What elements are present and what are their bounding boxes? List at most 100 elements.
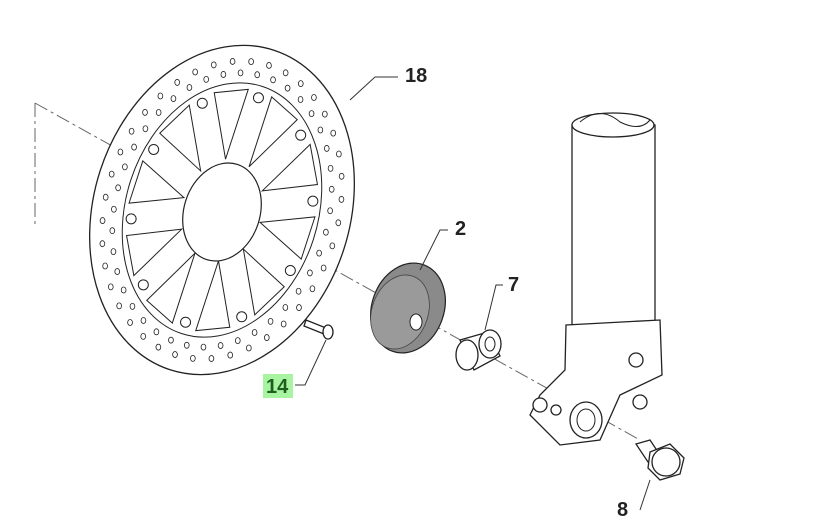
callout-7[interactable]: 7	[508, 274, 519, 296]
disc-vent-hole	[308, 110, 315, 117]
disc-vent-hole	[108, 170, 115, 178]
disc-vent-hole	[170, 95, 177, 103]
disc-rivet	[252, 92, 264, 104]
disc-vent-hole	[322, 110, 328, 118]
disc-vent-hole	[192, 68, 198, 76]
disc-vent-hole	[140, 317, 147, 324]
disc-vent-hole	[155, 343, 162, 351]
disc-vent-hole	[246, 344, 252, 352]
callout-2[interactable]: 2	[455, 218, 466, 240]
disc-vent-hole	[336, 150, 342, 158]
disc-vent-hole	[183, 341, 190, 349]
disc-vent-hole	[186, 84, 193, 91]
callout-14-highlight	[263, 374, 293, 398]
disc-spoke-cutout	[258, 216, 316, 260]
disc-vent-hole	[335, 219, 342, 227]
disc-spoke-cutout	[260, 143, 319, 192]
disc-vent-hole	[317, 126, 324, 134]
disc-spoke-cutout	[146, 252, 196, 324]
disc-vent-hole	[338, 196, 345, 203]
disc-vent-hole	[267, 317, 274, 325]
disc-vent-hole	[280, 320, 287, 328]
disc-vent-hole	[99, 217, 106, 224]
disc-vent-hole	[127, 319, 133, 326]
disc-vent-hole	[323, 228, 329, 236]
axle-clamp-bolt[interactable]	[634, 439, 685, 481]
cover-disc[interactable]	[358, 252, 457, 363]
fork-leg[interactable]	[529, 112, 663, 446]
disc-vent-hole	[251, 329, 258, 336]
disc-vent-hole	[102, 193, 109, 201]
disc-rivet	[180, 316, 192, 328]
disc-vent-hole	[140, 333, 147, 340]
disc-vent-hole	[110, 248, 117, 256]
disc-rivet	[295, 129, 307, 141]
disc-vent-hole	[297, 96, 304, 103]
disc-spoke-cutout	[213, 88, 249, 160]
disc-spoke-cutout	[125, 228, 184, 277]
axle-centerline	[34, 102, 641, 441]
disc-vent-hole	[234, 337, 241, 345]
disc-vent-hole	[237, 69, 244, 77]
disc-vent-hole	[210, 61, 217, 69]
disc-vent-hole	[122, 163, 128, 171]
disc-vent-hole	[120, 286, 127, 294]
disc-spoke-cutout	[128, 160, 186, 204]
disc-vent-hole	[111, 205, 117, 213]
callout-18[interactable]: 18	[405, 65, 427, 87]
disc-vent-hole	[131, 143, 137, 151]
brake-disc[interactable]	[48, 11, 395, 410]
callout-8[interactable]: 8	[617, 499, 628, 518]
disc-rivet	[137, 279, 149, 291]
disc-spoke-cutout	[159, 104, 202, 173]
disc-vent-hole	[116, 302, 122, 310]
disc-vent-hole	[117, 148, 124, 156]
disc-vent-hole	[284, 84, 291, 92]
disc-vent-hole	[295, 287, 302, 295]
disc-vent-hole	[263, 334, 270, 341]
disc-vent-hole	[329, 242, 336, 250]
disc-rivet	[236, 311, 248, 323]
disc-vent-hole	[330, 129, 337, 137]
disc-spoke-cutout	[248, 96, 298, 168]
disc-vent-hole	[190, 354, 196, 362]
disc-vent-hole	[109, 227, 116, 235]
disc-vent-hole	[153, 328, 160, 336]
disc-spoke-cutout	[195, 260, 231, 332]
callout-14[interactable]: 14	[266, 376, 289, 398]
disc-vent-hole	[128, 127, 135, 135]
disc-screw[interactable]	[303, 319, 334, 340]
disc-vent-hole	[115, 184, 121, 192]
disc-vent-hole	[142, 125, 149, 133]
disc-vent-hole	[220, 71, 227, 78]
disc-vent-hole	[297, 80, 304, 87]
disc-vent-hole	[157, 92, 164, 100]
disc-vent-hole	[142, 109, 148, 116]
disc-vent-hole	[282, 69, 289, 77]
disc-vent-hole	[155, 109, 162, 116]
disc-spoke-cutout	[242, 247, 285, 316]
disc-vent-hole	[168, 336, 174, 344]
disc-vent-hole	[99, 240, 106, 248]
disc-vent-hole	[316, 249, 322, 257]
disc-rivet	[307, 195, 319, 207]
disc-vent-hole	[327, 164, 334, 172]
disc-vent-hole	[114, 268, 121, 275]
disc-rivet	[125, 213, 137, 225]
disc-vent-hole	[266, 62, 272, 69]
disc-vent-hole	[311, 94, 317, 101]
disc-vent-hole	[248, 58, 254, 66]
disc-vent-hole	[338, 172, 345, 180]
disc-vent-hole	[208, 355, 215, 362]
disc-vent-hole	[203, 75, 210, 83]
spacer[interactable]	[455, 329, 502, 371]
disc-vent-hole	[309, 285, 316, 293]
disc-vent-hole	[174, 79, 181, 86]
disc-vent-hole	[102, 262, 108, 270]
disc-rivet	[284, 265, 296, 277]
disc-vent-hole	[107, 283, 114, 291]
disc-vent-hole	[328, 185, 335, 193]
disc-vent-hole	[227, 351, 234, 359]
disc-vent-hole	[229, 58, 236, 65]
